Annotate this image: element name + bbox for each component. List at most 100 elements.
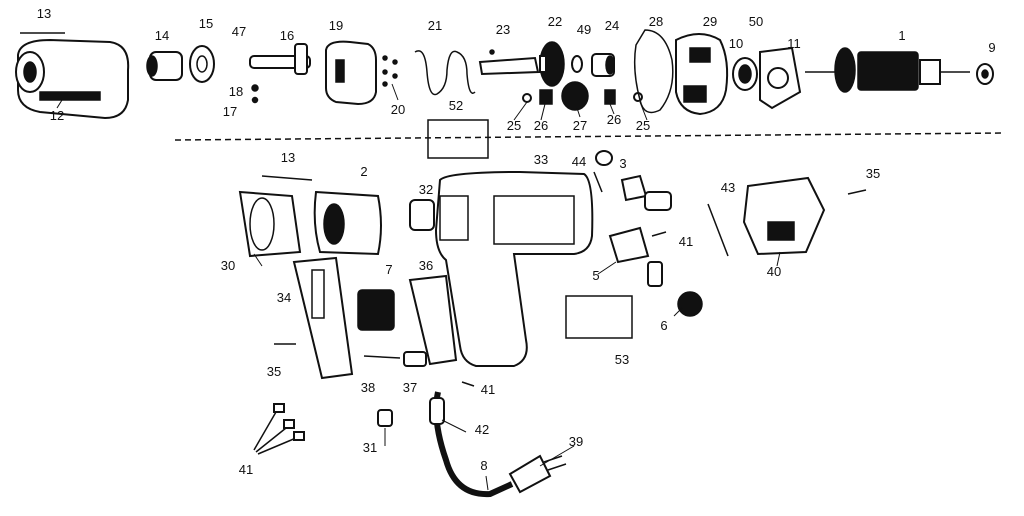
part-number-label-52: 52 bbox=[449, 98, 463, 113]
part-number-label-12: 12 bbox=[50, 108, 64, 123]
washer-49 bbox=[571, 55, 583, 73]
nut-44 bbox=[595, 150, 613, 166]
spindle-part bbox=[249, 43, 311, 75]
part-number-label-39: 39 bbox=[569, 434, 583, 449]
part-number-label-8: 8 bbox=[480, 458, 487, 473]
spring-5 bbox=[647, 261, 663, 287]
part-number-label-41: 41 bbox=[679, 234, 693, 249]
part-number-label-27: 27 bbox=[573, 118, 587, 133]
bearing-26-left bbox=[539, 89, 553, 105]
part-number-label-40: 40 bbox=[767, 264, 781, 279]
part-number-label-49: 49 bbox=[577, 22, 591, 37]
terminal-41-b bbox=[461, 381, 475, 387]
switch-36 bbox=[408, 274, 458, 366]
washer-part bbox=[189, 45, 215, 83]
part-number-label-5: 5 bbox=[592, 268, 599, 283]
part-number-label-53: 53 bbox=[615, 352, 629, 367]
part-number-label-32: 32 bbox=[419, 182, 433, 197]
screw-13-bottom bbox=[261, 175, 313, 181]
terminals-41-group bbox=[253, 403, 305, 455]
part-number-label-13: 13 bbox=[281, 150, 295, 165]
part-number-label-42: 42 bbox=[475, 422, 489, 437]
part-number-label-26: 26 bbox=[534, 118, 548, 133]
part-number-label-38: 38 bbox=[361, 380, 375, 395]
switch-part-3 bbox=[620, 174, 672, 211]
part-number-label-25: 25 bbox=[507, 118, 521, 133]
part-number-label-19: 19 bbox=[329, 18, 343, 33]
leader-lines bbox=[56, 83, 781, 491]
part-number-label-24: 24 bbox=[605, 18, 619, 33]
screw-35-right bbox=[847, 189, 867, 195]
part-37 bbox=[403, 351, 427, 367]
part-number-label-13: 13 bbox=[37, 6, 51, 21]
part-38 bbox=[363, 355, 401, 359]
strain-relief-42 bbox=[429, 397, 445, 425]
label-52 bbox=[427, 119, 489, 159]
wire-43 bbox=[707, 203, 729, 257]
connector-31 bbox=[377, 409, 393, 427]
part-number-label-28: 28 bbox=[649, 14, 663, 29]
part-number-label-15: 15 bbox=[199, 16, 213, 31]
knob-6 bbox=[677, 291, 703, 317]
bearing-26-right bbox=[604, 89, 616, 105]
gear-housing-part bbox=[15, 38, 130, 120]
field-housing-2 bbox=[313, 190, 382, 256]
reversing-switch-40 bbox=[742, 176, 826, 256]
part-number-label-25: 25 bbox=[636, 118, 650, 133]
cord-8 bbox=[433, 391, 514, 498]
gasket-28 bbox=[633, 29, 674, 114]
part-number-label-44: 44 bbox=[572, 154, 586, 169]
gear-27-part bbox=[561, 81, 589, 111]
baffle-11-part bbox=[759, 46, 802, 110]
part-number-label-9: 9 bbox=[988, 40, 995, 55]
part-number-label-18: 18 bbox=[229, 84, 243, 99]
part-number-label-7: 7 bbox=[385, 262, 392, 277]
spring-44 bbox=[593, 171, 603, 193]
bearing-9-part bbox=[976, 63, 994, 85]
part-number-label-21: 21 bbox=[428, 18, 442, 33]
part-number-label-17: 17 bbox=[223, 104, 237, 119]
terminal-41-a bbox=[651, 231, 667, 237]
ring-25-left bbox=[522, 93, 532, 103]
part-number-label-50: 50 bbox=[749, 14, 763, 29]
armature-1-part bbox=[805, 47, 970, 93]
part-number-label-29: 29 bbox=[703, 14, 717, 29]
part-number-label-3: 3 bbox=[619, 156, 626, 171]
part-number-label-41: 41 bbox=[481, 382, 495, 397]
part-number-label-20: 20 bbox=[391, 102, 405, 117]
part-number-label-43: 43 bbox=[721, 180, 735, 195]
ball-17 bbox=[251, 96, 259, 104]
part-number-label-35: 35 bbox=[267, 364, 281, 379]
shaft-part bbox=[478, 49, 540, 76]
section-divider bbox=[174, 132, 1006, 141]
part-number-label-10: 10 bbox=[729, 36, 743, 51]
part-number-label-37: 37 bbox=[403, 380, 417, 395]
gear-22-part bbox=[539, 41, 565, 87]
brush-holder-7 bbox=[357, 289, 395, 331]
clutch-cage-part bbox=[325, 40, 377, 106]
part-number-label-26: 26 bbox=[607, 112, 621, 127]
part-number-label-30: 30 bbox=[221, 258, 235, 273]
part-number-label-47: 47 bbox=[232, 24, 246, 39]
bearing-32-part bbox=[409, 199, 435, 231]
part-number-label-23: 23 bbox=[496, 22, 510, 37]
part-number-label-33: 33 bbox=[534, 152, 548, 167]
spring-part bbox=[414, 50, 476, 96]
gear-case-29 bbox=[675, 33, 729, 116]
part-number-label-34: 34 bbox=[277, 290, 291, 305]
part-number-label-1: 1 bbox=[898, 28, 905, 43]
part-number-label-14: 14 bbox=[155, 28, 169, 43]
label-53 bbox=[565, 295, 633, 339]
main-housing-33 bbox=[434, 170, 594, 367]
trigger-5-part bbox=[608, 226, 650, 264]
balls-part bbox=[382, 55, 398, 87]
pin-18 bbox=[251, 84, 259, 92]
bearing-10-part bbox=[732, 57, 758, 91]
part-number-label-41: 41 bbox=[239, 462, 253, 477]
part-number-label-16: 16 bbox=[280, 28, 294, 43]
part-number-label-6: 6 bbox=[660, 318, 667, 333]
part-number-label-36: 36 bbox=[419, 258, 433, 273]
